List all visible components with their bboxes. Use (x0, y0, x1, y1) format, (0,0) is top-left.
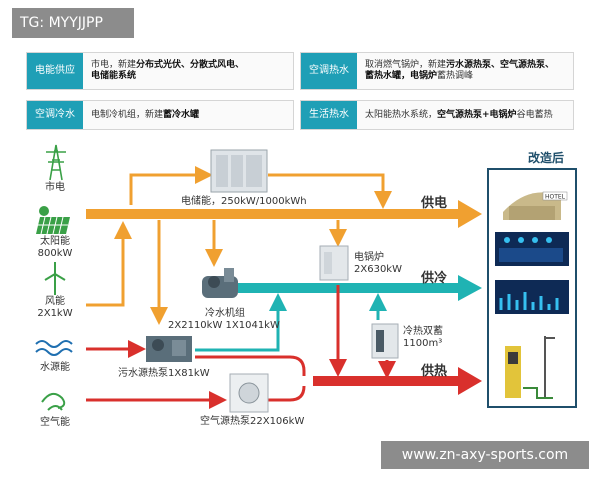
info-text-hot-water: 太阳能热水系统，空气源热泵+电锅炉谷电蓄热 (365, 110, 569, 121)
info-text-segment: 电制冷机组，新建 (91, 110, 164, 120)
hotel-building-icon: HOTEL (503, 191, 568, 220)
info-row-power-supply: 电能供应 市电，新建分布式光伏、分散式风电、 电储能系统 (26, 52, 294, 90)
chiller-unit-icon (202, 268, 238, 298)
sewage-pump-label: 污水源热泵1X81kW (118, 368, 210, 379)
flow-sewage-to-heat (195, 355, 306, 376)
boiler-unit-icon (319, 245, 349, 281)
solar-panel-icon (36, 206, 70, 235)
grid-tower-icon (46, 144, 66, 181)
info-text-highlight: 分布式光伏、分散式风电、 (136, 60, 245, 70)
cooling-main-bar (238, 275, 482, 301)
info-text-highlight: 蓄冷水罐 (163, 110, 200, 120)
info-tag-power-supply: 电能供应 (27, 53, 83, 89)
storage-tank-icon (371, 323, 399, 359)
info-text-highlight: 蓄热水罐，电锅炉 (365, 71, 438, 81)
info-text-segment: 市电，新建 (91, 60, 137, 70)
info-text-ac-heat: 取消燃气锅炉，新建污水源热泵、空气源热泵、 蓄热水罐，电锅炉蓄热调峰 (365, 60, 569, 82)
source-air-label: 空气能 (40, 417, 70, 428)
sewage-heat-pump-icon (146, 336, 192, 362)
info-text-segment: 谷电蓄热 (516, 110, 553, 120)
water-wave-icon (35, 340, 73, 356)
info-tag-ac-heat: 空调热水 (301, 53, 357, 89)
source-solar-label: 太阳能 (40, 236, 70, 247)
cooling-monitor-screen (495, 280, 569, 314)
flow-storage-out (268, 173, 392, 209)
tank-name: 冷热双蓄 (403, 326, 443, 337)
power-main-bar (86, 200, 482, 228)
info-row-ac-heat: 空调热水 取消燃气锅炉，新建污水源热泵、空气源热泵、 蓄热水罐，电锅炉蓄热调峰 (300, 52, 574, 90)
energy-monitor-screen (495, 232, 569, 266)
storage-label: 电储能，250kW/1000kWh (181, 196, 307, 207)
info-row-hot-water: 生活热水 太阳能热水系统，空气源热泵+电锅炉谷电蓄热 (300, 100, 574, 130)
flow-storage-in (129, 166, 213, 205)
output-power-label: 供电 (421, 196, 448, 211)
info-text-power-supply: 市电，新建分布式光伏、分散式风电、 电储能系统 (91, 60, 289, 82)
info-tag-hot-water: 生活热水 (301, 101, 357, 129)
info-text-highlight: 空气源热泵+电锅炉 (437, 110, 517, 120)
info-text-highlight: 电储能系统 (91, 71, 137, 81)
source-grid-label: 市电 (45, 182, 65, 193)
info-text-segment: 蓄热调峰 (437, 71, 474, 81)
source-wind-label: 风能 (45, 296, 65, 307)
ev-charger-icon (505, 336, 555, 399)
info-text-ac-cool: 电制冷机组，新建蓄冷水罐 (91, 110, 289, 121)
wind-turbine-icon (44, 262, 66, 295)
info-text-segment: 太阳能热水系统， (365, 110, 438, 120)
after-renovation-title: 改造后 (528, 151, 565, 165)
info-text-segment: 取消燃气锅炉，新建 (365, 60, 447, 70)
info-text-highlight: 污水源热泵、空气源热泵、 (446, 60, 555, 70)
air-swirl-icon (41, 392, 66, 411)
boiler-capacity: 2X630kW (354, 264, 402, 275)
hotel-sign-text: HOTEL (545, 194, 566, 201)
watermark-bottom: www.zn-axy-sports.com (381, 441, 589, 469)
info-tag-ac-cool: 空调冷水 (27, 101, 83, 129)
after-renovation-illustrations: HOTEL (495, 191, 569, 399)
tank-capacity: 1100m³ (403, 338, 443, 349)
chiller-name: 冷水机组 (205, 308, 245, 319)
air-pump-label: 空气源热泵22X106kW (200, 416, 305, 427)
output-heating-label: 供热 (421, 364, 448, 379)
air-heat-pump-icon (229, 373, 269, 413)
storage-cabinet-icon (210, 149, 268, 193)
info-panel: 电能供应 市电，新建分布式光伏、分散式风电、 电储能系统 空调热水 取消燃气锅炉… (26, 52, 574, 134)
heating-main-bar (313, 367, 482, 395)
watermark-top: TG: MYYJJPP (12, 8, 134, 38)
source-wind-capacity: 2X1kW (37, 308, 73, 319)
info-row-ac-cool: 空调冷水 电制冷机组，新建蓄冷水罐 (26, 100, 294, 130)
boiler-name: 电锅炉 (354, 252, 384, 263)
source-solar-capacity: 800kW (37, 248, 73, 259)
source-water-label: 水源能 (40, 362, 70, 373)
flow-airpump-to-heat (268, 385, 306, 402)
flow-sewage-to-cool (195, 293, 287, 352)
flow-wind-up (86, 221, 132, 307)
chiller-capacity: 2X2110kW 1X1041kW (168, 320, 280, 331)
output-cooling-label: 供冷 (421, 271, 448, 286)
